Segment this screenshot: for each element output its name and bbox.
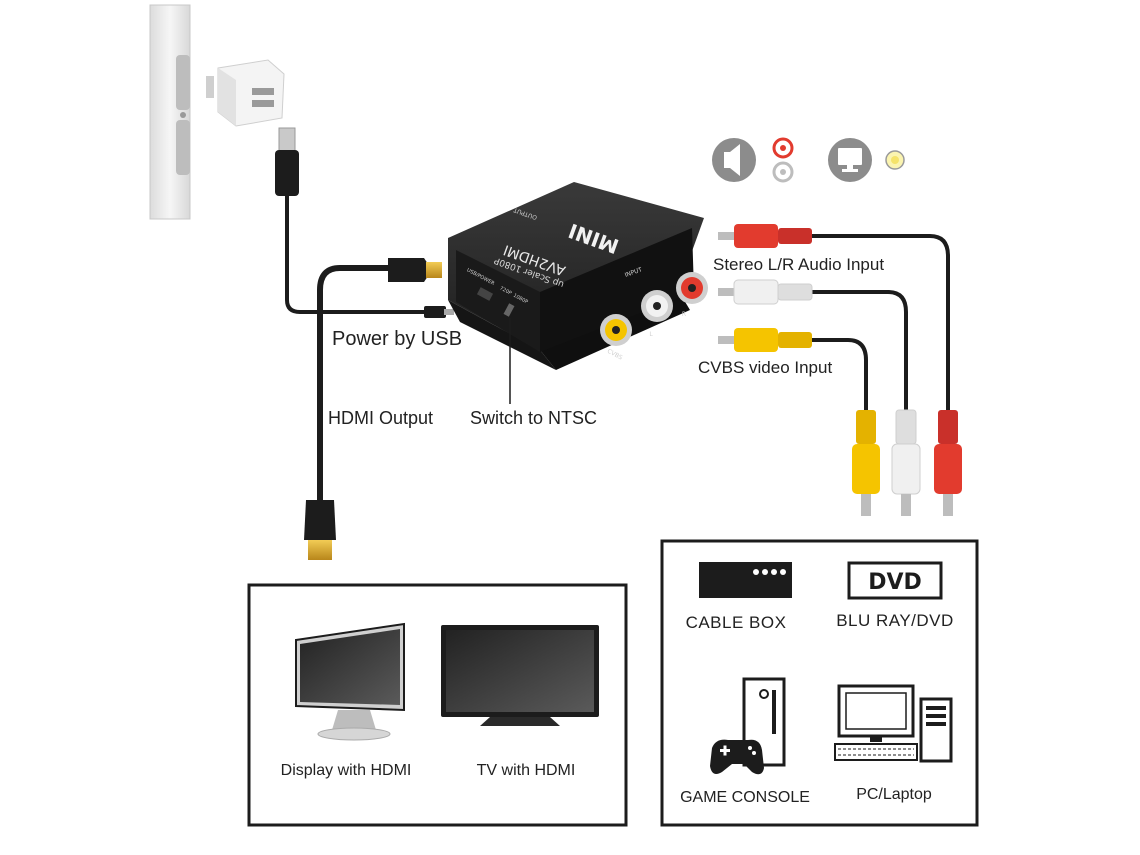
cvbs-video-input-label: CVBS video Input bbox=[698, 358, 832, 377]
audio-rca-icon bbox=[772, 137, 794, 183]
input-devices-panel: DVD CABLE BOX BLU RAY/DVD bbox=[660, 539, 979, 827]
monitor-icon bbox=[295, 622, 405, 741]
output-device-label-display: Display with HDMI bbox=[281, 762, 412, 779]
input-device-label-game-console: GAME CONSOLE bbox=[680, 789, 810, 806]
power-by-usb-label: Power by USB bbox=[332, 328, 462, 350]
cable-box-icon bbox=[699, 562, 792, 598]
stereo-audio-input-label: Stereo L/R Audio Input bbox=[713, 255, 884, 274]
usb-wall-adapter bbox=[206, 59, 285, 127]
input-device-label-cable-box: CABLE BOX bbox=[686, 613, 787, 632]
switch-to-ntsc-label: Switch to NTSC bbox=[470, 408, 597, 428]
monitor-legend-icon bbox=[828, 138, 872, 182]
dvd-logo-text: DVD bbox=[868, 570, 922, 595]
tv-icon bbox=[441, 625, 599, 726]
av2hdmi-converter: MINI AV2HDMI up Scaler 1080P OUTPUT INPU… bbox=[448, 182, 708, 370]
pc-icon bbox=[834, 684, 953, 763]
converter-l-port-label: L bbox=[649, 331, 653, 338]
game-console-icon bbox=[710, 677, 786, 775]
input-device-label-dvd: BLU RAY/DVD bbox=[836, 611, 954, 630]
input-device-label-pc: PC/Laptop bbox=[856, 786, 932, 803]
output-devices-panel: Display with HDMI TV with HDMI bbox=[247, 583, 628, 827]
audio-r-jack bbox=[676, 272, 708, 304]
output-device-label-tv: TV with HDMI bbox=[477, 762, 576, 779]
audio-l-jack bbox=[641, 290, 673, 322]
dvd-player-icon: DVD bbox=[847, 561, 943, 600]
converter-r-port-label: R bbox=[682, 311, 686, 318]
usb-power-cable bbox=[275, 127, 454, 318]
hdmi-output-label: HDMI Output bbox=[328, 408, 433, 428]
video-rca-icon bbox=[885, 150, 905, 170]
rca-cables bbox=[718, 224, 962, 516]
speaker-icon bbox=[712, 138, 756, 182]
wall-outlet bbox=[149, 4, 191, 220]
hdmi-cable bbox=[304, 258, 442, 560]
converter-cvbs-port-label: CVBS bbox=[606, 348, 624, 362]
converter-720p-label: 720P bbox=[499, 286, 513, 297]
cvbs-jack bbox=[600, 314, 632, 346]
